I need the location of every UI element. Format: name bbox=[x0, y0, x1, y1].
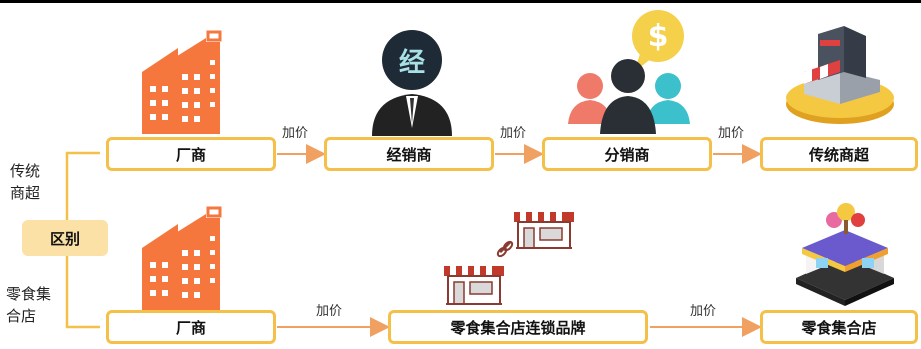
label-traditional-line1: 传统 bbox=[10, 162, 41, 180]
factory-icon bbox=[140, 30, 240, 134]
supermarket-store-icon bbox=[784, 14, 896, 126]
subdistributor-group-icon bbox=[560, 6, 700, 136]
top-border-line bbox=[0, 0, 921, 3]
label-traditional: 传统 商超 bbox=[10, 160, 40, 204]
distributor-badge: 经 bbox=[398, 47, 425, 78]
node-manufacturer-top: 厂商 bbox=[106, 137, 276, 171]
label-snack-line1: 零食集 bbox=[6, 285, 52, 303]
node-snack-store: 零食集合店 bbox=[760, 310, 918, 344]
distributor-person-icon bbox=[362, 28, 462, 136]
factory-icon bbox=[140, 206, 240, 310]
markup-label-bottom-1: 加价 bbox=[316, 304, 343, 319]
markup-label-top-3: 加价 bbox=[718, 126, 745, 141]
snack-store-icon bbox=[790, 196, 900, 306]
snack-chain-stores-icon bbox=[440, 206, 580, 310]
label-snack: 零食集 合店 bbox=[6, 283, 51, 327]
node-traditional-supermarket: 传统商超 bbox=[760, 137, 918, 171]
dollar-icon: $ bbox=[647, 18, 669, 54]
node-subdistributor: 分销商 bbox=[542, 137, 712, 171]
markup-label-top-1: 加价 bbox=[282, 126, 309, 141]
node-snack-chain-brand: 零食集合店连锁品牌 bbox=[388, 310, 648, 344]
label-snack-line2: 合店 bbox=[6, 307, 37, 325]
node-manufacturer-bottom: 厂商 bbox=[106, 310, 276, 344]
difference-badge: 区别 bbox=[22, 220, 108, 256]
node-distributor: 经销商 bbox=[324, 137, 494, 171]
label-traditional-line2: 商超 bbox=[10, 184, 41, 202]
markup-label-top-2: 加价 bbox=[500, 126, 527, 141]
markup-label-bottom-2: 加价 bbox=[690, 304, 717, 319]
